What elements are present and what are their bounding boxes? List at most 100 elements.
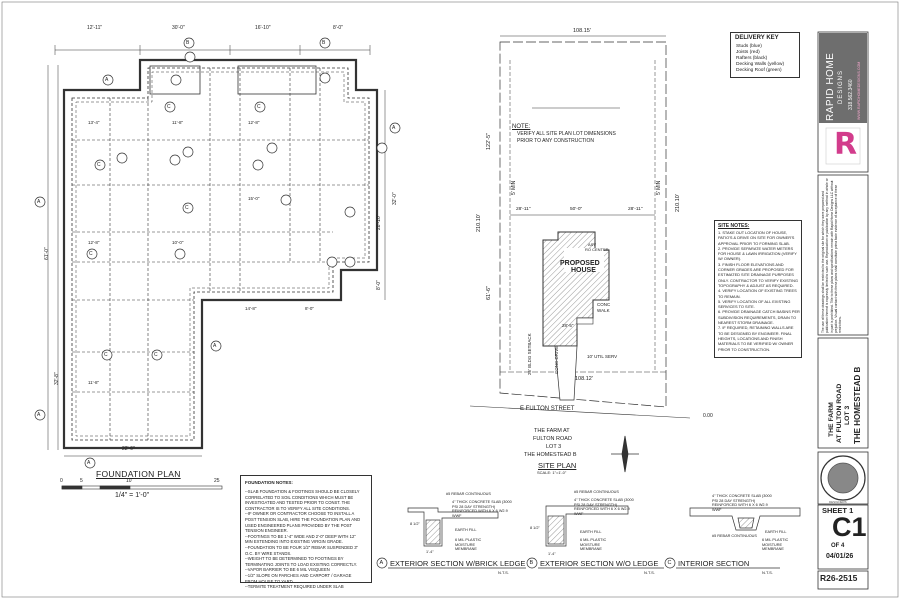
elevation-label: 0.00 <box>703 413 713 419</box>
site-note-line: 6. PROVIDE DRAINAGE CATCH BASINS PER <box>718 309 800 315</box>
side-offset-left: 28'-11" <box>516 207 531 212</box>
concrete-walk <box>576 317 594 325</box>
section-a-title: EXTERIOR SECTION W/BRICK LEDGE <box>390 559 526 568</box>
job-number: R26-2515 <box>820 573 858 583</box>
house-label-bg <box>564 248 604 272</box>
side-offset-right: 28'-11" <box>628 207 643 212</box>
brand-band <box>819 33 867 123</box>
site-left-dim-low: 61'-6" <box>486 285 492 300</box>
callout-a-5: A <box>213 343 217 349</box>
section-details <box>376 505 801 569</box>
drive-label: CONC DRIVE <box>554 345 559 374</box>
section-marker-c: C <box>667 560 672 566</box>
foundation-note-line: --TERMITE TREATMENT REQUIRED UNDER SLAB <box>245 584 344 590</box>
inner-dim-4: 10'-0" <box>172 240 184 245</box>
top-dim-2: 30'-0" <box>172 25 185 31</box>
site-plan-lines <box>469 35 691 419</box>
site-note-line: 3. FINISH FLOOR ELEVATIONS AND <box>718 261 784 267</box>
section-b-fill: EARTH FILL <box>580 530 602 534</box>
scale-tick-25: 25 <box>214 478 220 484</box>
logo-r-icon: R <box>834 127 858 162</box>
section-a-nts: N.T.S. <box>498 570 509 575</box>
section-c-membrane: 6 MIL PLASTIC MOISTURE MEMBRANE <box>762 538 789 551</box>
foundation-note-line: FROM HOUSE TO YARD. <box>245 578 294 584</box>
foundation-note-line: --FOUNDATION TO BE FOUR 1/2" REBAR SUSPE… <box>245 544 359 550</box>
foundation-note-line: --1/2" SLOPE ON PARCHES AND CARPORT / GA… <box>245 572 352 578</box>
small-dim: 28'-5" <box>562 323 574 328</box>
sheet-code: C1 <box>832 512 867 542</box>
site-note-line: 5. VERIFY LOCATION OF ALL EXISTING <box>718 298 791 304</box>
plan-scale-bar <box>61 485 223 490</box>
section-b-slab: 4" THICK CONCRETE SLAB (3000 PSI 28 DAY … <box>574 498 634 516</box>
project-line-1: THE FARM AT <box>534 428 570 434</box>
callout-a-1: A <box>105 77 109 83</box>
setback-right: 5' MIN <box>656 180 662 195</box>
setback-left: 5' MIN <box>511 180 517 195</box>
house-label-1: PROPOSED <box>560 260 600 267</box>
title-project-line-2: AT FULTON ROAD <box>836 383 843 443</box>
util-serv-label: 10' UTIL SERV <box>587 354 618 359</box>
section-b-dim-a: 8 1/2" <box>530 526 540 530</box>
callout-c-3: C <box>97 162 101 168</box>
site-notes-box: SITE NOTES: 1. STAKE OUT LOCATION OF HOU… <box>714 220 802 358</box>
site-note-line: ESTIMATED SITE DRAINAGE PURPOSES <box>718 272 794 278</box>
section-a-dim-a: 8 1/2" <box>410 522 420 526</box>
section-b-rebar: #5 REBAR CONTINUOUS <box>574 490 619 494</box>
site-top-dim: 108.15' <box>573 28 591 34</box>
side-offset-mid: 50'-0" <box>570 207 583 212</box>
foundation-note-line: O.C. BY WIRE STANDS. <box>245 550 292 556</box>
foundation-note-line: --VAPOR BARRIER TO BE 6 MIL VISQUEEN <box>245 567 330 573</box>
section-c-nts: N.T.S. <box>762 570 773 575</box>
company-website: WWW.RAPIDHOMEDESIGNS.COM <box>857 61 861 120</box>
site-note-line: APPROVAL PRIOR TO FORMING SLAB. <box>718 240 790 246</box>
logo-tile <box>825 127 861 165</box>
company-name-2: DESIGNS <box>838 69 844 104</box>
site-note-line-2: PRIOR TO ANY CONSTRUCTION <box>517 138 594 144</box>
delivery-key-box: DELIVERY KEY Studs (blue) Joists (red) R… <box>730 32 800 78</box>
site-note-line: PATIO'S & DRIVE ON SITE FOR OWNER'S <box>718 235 795 241</box>
site-notes-lines: 1. STAKE OUT LOCATION OF HOUSE, PATIO'S … <box>718 230 800 352</box>
sheet-date: 04/01/26 <box>826 553 854 560</box>
callout-c-5: C <box>89 251 93 257</box>
scale-tick-0: 0 <box>60 478 63 484</box>
callout-c-7: C <box>154 352 158 358</box>
top-dim-1: 12'-11" <box>87 25 103 31</box>
site-note-line: MATERIALS TO BE VERIFIED W/ OWNER <box>718 341 794 347</box>
foundation-note-line: USED ENGINEERED PLANS PROVIDED BY THE PO… <box>245 522 353 528</box>
site-right-dim: 210.10' <box>675 194 681 212</box>
center-label-1: ASV <box>588 242 597 247</box>
house-label-2: HOUSE <box>571 267 596 274</box>
callout-a-4: A <box>37 412 41 418</box>
site-note-line: SERVICES TO SITE. <box>718 304 755 310</box>
foundation-notes-heading: FOUNDATION NOTES: <box>245 480 293 485</box>
project-line-4: THE HOMESTEAD B <box>524 452 577 458</box>
site-note-line: PRIOR TO CONSTRUCTION. <box>718 346 771 352</box>
callout-a-3: A <box>37 199 41 205</box>
callout-c-1: C <box>167 104 171 110</box>
site-note-line: 4. VERIFY LOCATION OF EXISTING TREES <box>718 288 797 294</box>
foundation-note-line: --IF OWNER OR CONTRACTOR CHOOSE TO INSTA… <box>245 511 355 517</box>
site-note-line: TO BE DESIGNED BY ENGINEER. FINAL <box>718 330 792 336</box>
section-marker-a: A <box>379 560 384 566</box>
sheet-label: SHEET 1 <box>822 506 854 515</box>
section-b-nts: N.T.S. <box>644 570 655 575</box>
callout-a-6: A <box>87 460 91 466</box>
foundation-note-line: MIN EXTENDING INTO EXISTING VIRGIN GRADE… <box>245 539 343 545</box>
site-note-line: ONLY. CONTRACTOR TO VERIFY EXISTING <box>718 277 798 283</box>
foundation-note-line: CORRELATED TO SOIL CONDITIONS WHICH MUST… <box>245 494 354 500</box>
scale-tick-5: 5 <box>80 478 83 484</box>
section-c-rebar: #5 REBAR CONTINUOUS <box>712 534 757 538</box>
company-name-1: RAPID HOME <box>825 52 836 121</box>
site-note-line-1: VERIFY ALL SITE PLAN LOT DIMENSIONS <box>517 131 616 137</box>
site-note-label: NOTE: <box>512 124 531 130</box>
title-project-line-1: THE FARM <box>828 402 835 437</box>
section-a-slab: 4" THICK CONCRETE SLAB (3000 PSI 28 DAY … <box>452 500 512 518</box>
site-note-line: 2. PROVIDE SEPARATE WATER METERS <box>718 245 794 251</box>
foundation-plan-title: FOUNDATION PLAN <box>96 469 181 479</box>
site-note-line: NEAREST STORM DRAINAGE. <box>718 320 774 326</box>
section-b-title: EXTERIOR SECTION W/O LEDGE <box>540 559 659 568</box>
site-note-line: TOPOGRAPHY & ADJUST AS REQUIRED. <box>718 282 794 288</box>
section-b-membrane: 6 MIL PLASTIC MOISTURE MEMBRANE <box>580 538 607 551</box>
foundation-notes-lines: --SLAB FOUNDATION & FOOTINGS SHOULD BE C… <box>245 489 367 590</box>
